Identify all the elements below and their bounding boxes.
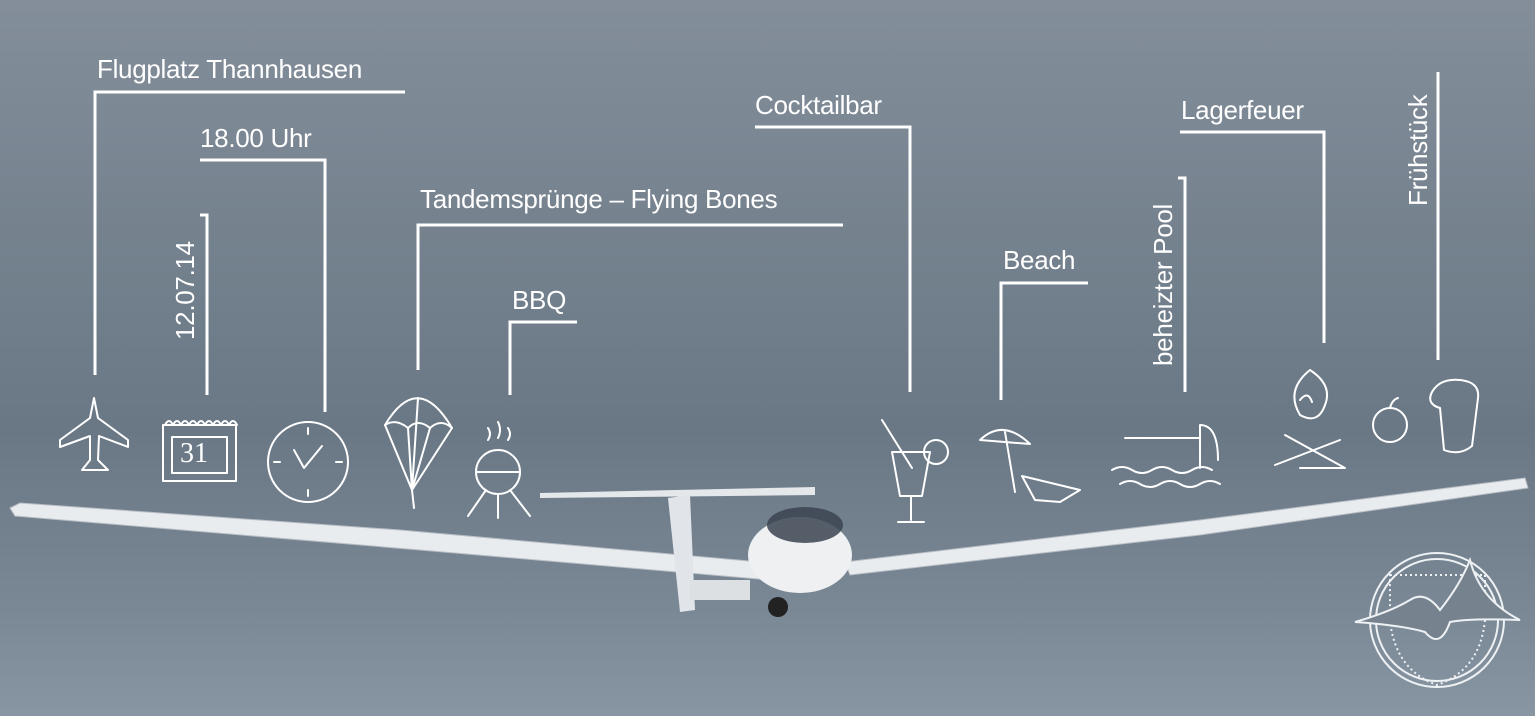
beach-chair-umbrella-icon <box>979 429 1081 503</box>
glider-canopy <box>767 507 843 543</box>
time-line <box>200 158 327 412</box>
glider-right-wing <box>844 477 1529 576</box>
bbq-line <box>508 320 577 395</box>
tandem-label: Tandemsprünge – Flying Bones <box>420 184 778 214</box>
glider-fin <box>668 495 695 612</box>
cocktail-label: Cocktailbar <box>755 90 882 120</box>
date-label: 12.07.14 <box>170 241 200 340</box>
club-logo <box>1354 552 1521 688</box>
calendar-icon <box>162 420 238 482</box>
bbq-grill-icon <box>467 421 531 519</box>
airplane-icon <box>59 397 129 471</box>
venue-line <box>93 90 405 375</box>
beach-label: Beach <box>1003 245 1076 275</box>
campfire-icon <box>1274 369 1346 469</box>
breakfast-label: Frühstück <box>1403 94 1433 206</box>
leader-lines <box>93 72 1440 412</box>
pool-icon <box>1111 424 1221 488</box>
cocktail-icon <box>881 419 949 523</box>
glider-tailplane <box>540 487 815 498</box>
campfire-label: Lagerfeuer <box>1181 95 1304 125</box>
venue-label: Flugplatz Thannhausen <box>97 54 362 84</box>
date-line <box>200 213 209 395</box>
clock-icon <box>267 421 349 503</box>
breakfast-icon <box>1372 378 1480 454</box>
campfire-line <box>1180 130 1326 343</box>
glider-wheel <box>768 597 788 617</box>
time-label: 18.00 Uhr <box>200 123 312 153</box>
pool-label: beheizter Pool <box>1148 203 1178 366</box>
cocktail-line <box>755 125 912 392</box>
calendar-day: 31 <box>180 438 208 469</box>
bbq-label: BBQ <box>512 285 567 315</box>
tandem-line <box>416 223 843 370</box>
beach-line <box>999 281 1088 400</box>
pool-line <box>1178 176 1187 392</box>
glider-photo <box>9 477 1529 617</box>
parachute-icon <box>384 397 453 509</box>
glider-left-wing <box>9 502 771 581</box>
